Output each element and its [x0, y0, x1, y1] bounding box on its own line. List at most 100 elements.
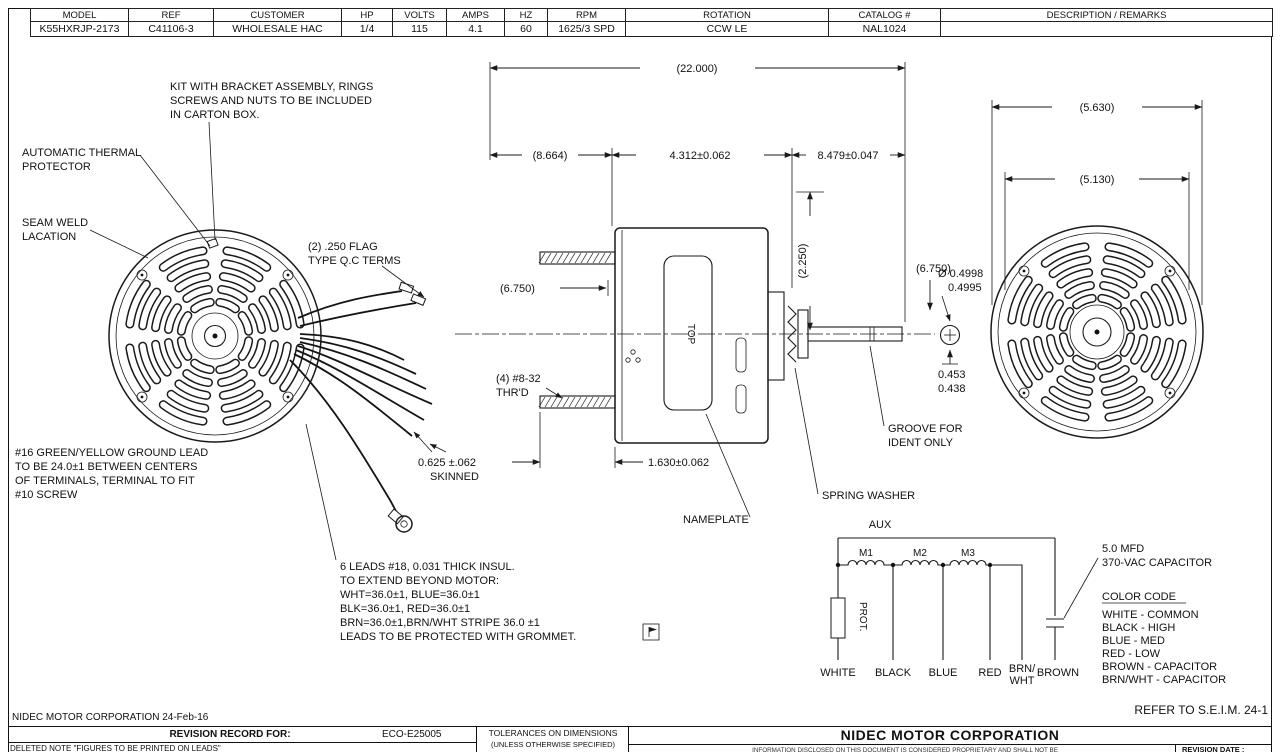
- col-rotation-label: ROTATION: [625, 8, 829, 22]
- terminal-red: RED: [978, 667, 1001, 679]
- dim-shaft-dia-2: 0.4995: [948, 282, 982, 294]
- thrd-line1: (4) #8-32: [496, 373, 541, 385]
- hz-value: 60: [504, 21, 548, 37]
- seam-weld-line1: SEAM WELD: [22, 217, 88, 229]
- leads-note-line5: BRN=36.0±1,BRN/WHT STRIPE 36.0 ±1: [340, 617, 540, 629]
- tolerances-line2: (UNLESS OTHERWISE SPECIFIED): [490, 740, 616, 749]
- spec-table: MODEL REF CUSTOMER HP VOLTS AMPS HZ RPM …: [30, 8, 1273, 37]
- tolerances-line1: TOLERANCES ON DIMENSIONS: [488, 728, 618, 738]
- col-hz-label: HZ: [504, 8, 548, 22]
- leads-note-line4: BLK=36.0±1, RED=36.0±1: [340, 603, 470, 615]
- top-label: TOP: [685, 324, 696, 345]
- color-code-4: BROWN - CAPACITOR: [1102, 661, 1217, 673]
- color-code-2: BLUE - MED: [1102, 635, 1165, 647]
- dim-5630: (5.630): [1080, 102, 1115, 114]
- col-model-label: MODEL: [30, 8, 129, 22]
- kit-note-line2: SCREWS AND NUTS TO BE INCLUDED: [170, 95, 372, 107]
- shaft-center: [212, 333, 218, 339]
- terminal-white: WHITE: [820, 667, 855, 679]
- color-code-0: WHITE - COMMON: [1102, 609, 1199, 621]
- shaft-section: [939, 324, 961, 346]
- capacitor-value-line2: 370-VAC CAPACITOR: [1102, 557, 1212, 569]
- motor-rear-view: [990, 225, 1204, 439]
- col-rpm-label: RPM: [547, 8, 626, 22]
- leads-note-line3: WHT=36.0±1, BLUE=36.0±1: [340, 589, 480, 601]
- dim-2250: (2.250): [797, 244, 809, 279]
- skinned-line2: SKINNED: [430, 471, 479, 483]
- main-winding: [838, 559, 1023, 660]
- customer-value: WHOLESALE HAC: [213, 21, 342, 37]
- ground-note-line1: #16 GREEN/YELLOW GROUND LEAD: [15, 447, 208, 459]
- groove-line1: GROOVE FOR: [888, 423, 963, 435]
- motor-side-view: TOP: [455, 227, 935, 444]
- color-code-5: BRN/WHT - CAPACITOR: [1102, 674, 1226, 686]
- mounting-stud: [539, 395, 616, 409]
- flag-terms-line2: TYPE Q.C TERMS: [308, 255, 401, 267]
- col-hp-label: HP: [341, 8, 393, 22]
- revision-date-label: REVISION DATE :: [1182, 745, 1245, 752]
- dim-22000: (22.000): [677, 63, 718, 75]
- col-customer-label: CUSTOMER: [213, 8, 342, 22]
- dimensions: (22.000) (8.664) 4.312±0.062 8.479±0.047…: [489, 62, 1203, 469]
- rpm-value: 1625/3 SPD: [547, 21, 626, 37]
- ground-note-line2: TO BE 24.0±1 BETWEEN CENTERS: [15, 461, 198, 473]
- col-volts-label: VOLTS: [392, 8, 447, 22]
- vent-slots: [1007, 242, 1187, 422]
- motor-front-view: [108, 229, 433, 533]
- dim-6750-right: (6.750): [916, 263, 951, 275]
- model-value: K55HXRJP-2173: [30, 21, 129, 37]
- color-code-title: COLOR CODE: [1102, 591, 1176, 603]
- dim-shaft-dia-1: Ø 0.4998: [938, 268, 983, 280]
- dim-8664: (8.664): [533, 150, 568, 162]
- ref-value: C41106-3: [128, 21, 214, 37]
- divider: [8, 742, 476, 743]
- lead-wires: [289, 281, 433, 533]
- aux-label: AUX: [869, 519, 892, 531]
- thermal-note-line1: AUTOMATIC THERMAL: [22, 147, 141, 159]
- revision-flag-icon: [642, 623, 660, 641]
- volts-value: 115: [392, 21, 447, 37]
- col-ref-label: REF: [128, 8, 214, 22]
- thrd-line2: THR'D: [496, 387, 529, 399]
- dim-0438: 0.438: [938, 383, 966, 395]
- ground-wire: [289, 359, 398, 514]
- corp-date: NIDEC MOTOR CORPORATION 24-Feb-16: [12, 712, 209, 723]
- terminal-blue: BLUE: [929, 667, 958, 679]
- dim-5130: (5.130): [1080, 174, 1115, 186]
- mounting-holes: [1018, 265, 1176, 399]
- m3-label: M3: [961, 548, 975, 559]
- spring-washer: [787, 305, 797, 363]
- dim-8479: 8.479±0.047: [817, 150, 878, 162]
- mounting-holes: [136, 269, 294, 403]
- amps-value: 4.1: [446, 21, 505, 37]
- skinned-line1: 0.625 ±.062: [418, 457, 476, 469]
- proprietary-note: INFORMATION DISCLOSED ON THIS DOCUMENT I…: [752, 747, 1058, 752]
- terminal-brnwht-1: BRN/: [1009, 663, 1036, 675]
- thread-hatch: [538, 252, 612, 264]
- leads-note-line1: 6 LEADS #18, 0.031 THICK INSUL.: [340, 561, 515, 573]
- ring-terminal: [395, 515, 413, 533]
- terminal-brown: BROWN: [1037, 667, 1079, 679]
- dim-4312: 4.312±0.062: [669, 150, 730, 162]
- hp-value: 1/4: [341, 21, 393, 37]
- annotations: KIT WITH BRACKET ASSEMBLY, RINGS SCREWS …: [15, 81, 1268, 717]
- mounting-stud: [539, 251, 616, 265]
- revision-record-label: REVISION RECORD FOR:: [169, 729, 291, 740]
- color-code-3: RED - LOW: [1102, 648, 1161, 660]
- rotation-value: CCW LE: [625, 21, 829, 37]
- vent-slots: [125, 246, 305, 426]
- capacitor-value-line1: 5.0 MFD: [1102, 543, 1144, 555]
- col-catalog-label: CATALOG #: [828, 8, 941, 22]
- m2-label: M2: [913, 548, 927, 559]
- dim-6750-left: (6.750): [500, 283, 535, 295]
- thermal-protector-mark: [206, 237, 219, 249]
- eco-number: ECO-E25005: [382, 729, 442, 740]
- protector-symbol: [830, 597, 846, 639]
- col-description-label: DESCRIPTION / REMARKS: [940, 8, 1273, 22]
- kit-note-line3: IN CARTON BOX.: [170, 109, 259, 121]
- title-block-divider: [8, 726, 1272, 727]
- shaft: [807, 326, 903, 342]
- kit-note-line1: KIT WITH BRACKET ASSEMBLY, RINGS: [170, 81, 373, 93]
- divider: [476, 726, 477, 752]
